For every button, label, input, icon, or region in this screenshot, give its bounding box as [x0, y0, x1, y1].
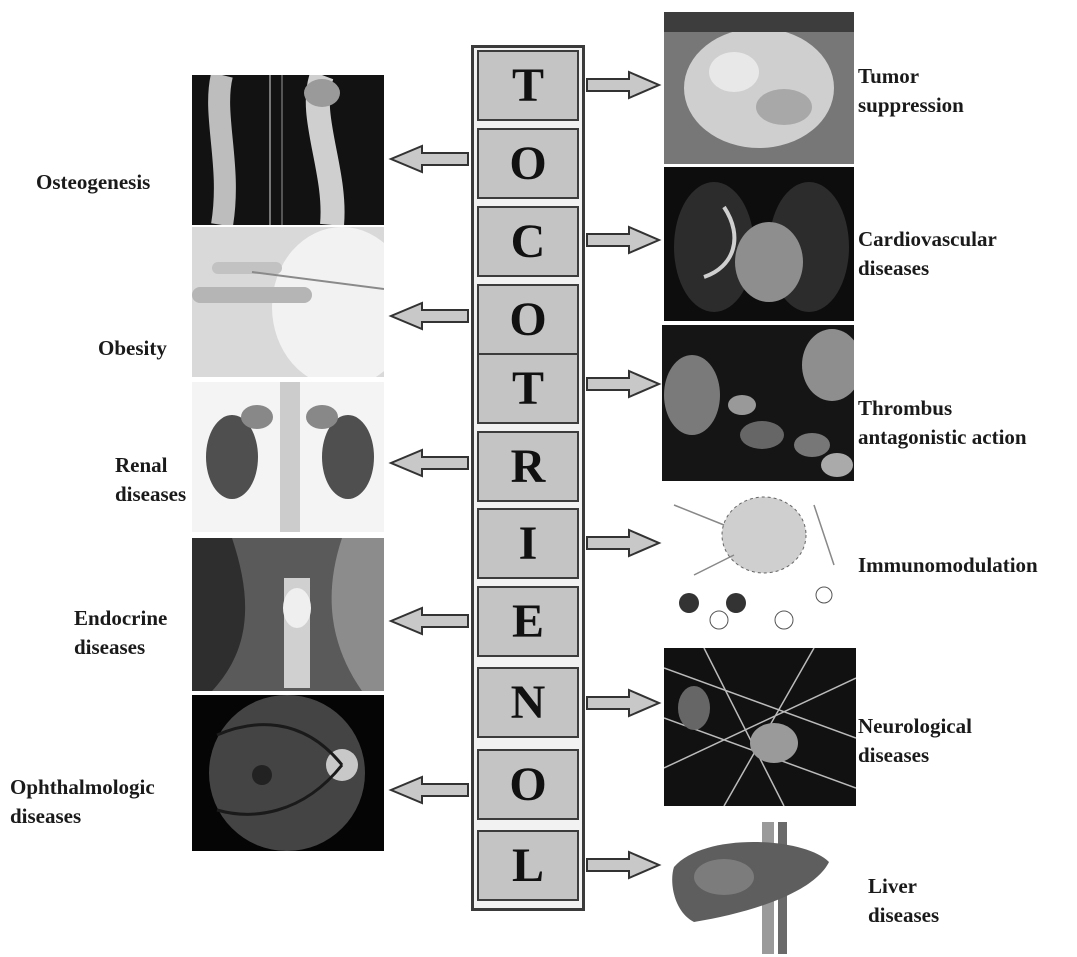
- label-line: Neurological: [858, 712, 972, 741]
- label-line: Osteogenesis: [36, 168, 150, 197]
- letter-cell-9: N: [477, 667, 579, 738]
- arrow-left-icon: [388, 301, 470, 331]
- arrow-right-icon: [585, 688, 663, 718]
- arrow-right-icon: [585, 369, 663, 399]
- label-thrombus-antagonistic-action: Thrombus antagonistic action: [858, 394, 1027, 452]
- label-line: diseases: [10, 802, 155, 831]
- letter-cell-7: I: [477, 508, 579, 579]
- arrow-right-icon: [585, 850, 663, 880]
- letter-cell-2: O: [477, 128, 579, 199]
- label-liver-diseases: Liver diseases: [868, 872, 939, 930]
- kidney-image: [192, 382, 384, 532]
- label-obesity: Obesity: [98, 334, 167, 363]
- label-line: Obesity: [98, 334, 167, 363]
- arrow-right-icon: [585, 225, 663, 255]
- arrow-right-icon: [585, 70, 663, 100]
- label-line: Renal: [115, 451, 186, 480]
- label-line: suppression: [858, 91, 964, 120]
- label-line: Ophthalmologic: [10, 773, 155, 802]
- letter-cell-6: R: [477, 431, 579, 502]
- label-tumor-suppression: Tumor suppression: [858, 62, 964, 120]
- arrow-right-icon: [585, 528, 663, 558]
- label-ophthalmologic-diseases: Ophthalmologic diseases: [10, 773, 155, 831]
- label-line: diseases: [858, 254, 997, 283]
- label-immunomodulation: Immunomodulation: [858, 551, 1038, 580]
- blood-cells-image: [662, 325, 854, 481]
- label-line: diseases: [868, 901, 939, 930]
- letter-cell-1: T: [477, 50, 579, 121]
- label-line: diseases: [115, 480, 186, 509]
- label-line: Cardiovascular: [858, 225, 997, 254]
- xray-bone-image: [192, 75, 384, 225]
- label-line: Endocrine: [74, 604, 167, 633]
- waist-measuring-image: [192, 227, 384, 377]
- label-line: Tumor: [858, 62, 964, 91]
- label-line: diseases: [858, 741, 972, 770]
- label-line: Thrombus: [858, 394, 1027, 423]
- letter-cell-4: O: [477, 284, 579, 355]
- label-line: Liver: [868, 872, 939, 901]
- arrow-left-icon: [388, 448, 470, 478]
- liver-image: [664, 822, 856, 954]
- letter-cell-3: C: [477, 206, 579, 277]
- label-neurological-diseases: Neurological diseases: [858, 712, 972, 770]
- label-renal-diseases: Renal diseases: [115, 451, 186, 509]
- retina-image: [192, 695, 384, 851]
- label-cardiovascular-diseases: Cardiovascular diseases: [858, 225, 997, 283]
- tumor-image: [664, 12, 854, 164]
- label-line: diseases: [74, 633, 167, 662]
- neuron-image: [664, 648, 856, 806]
- letter-cell-11: L: [477, 830, 579, 901]
- thyroid-neck-image: [192, 538, 384, 691]
- label-osteogenesis: Osteogenesis: [36, 168, 150, 197]
- label-endocrine-diseases: Endocrine diseases: [74, 604, 167, 662]
- arrow-left-icon: [388, 144, 470, 174]
- letter-cell-8: E: [477, 586, 579, 657]
- arrow-left-icon: [388, 606, 470, 636]
- immune-cells-image: [664, 485, 854, 635]
- label-line: antagonistic action: [858, 423, 1027, 452]
- heart-image: [664, 167, 854, 321]
- letter-cell-10: O: [477, 749, 579, 820]
- arrow-left-icon: [388, 775, 470, 805]
- label-line: Immunomodulation: [858, 551, 1038, 580]
- letter-cell-5: T: [477, 353, 579, 424]
